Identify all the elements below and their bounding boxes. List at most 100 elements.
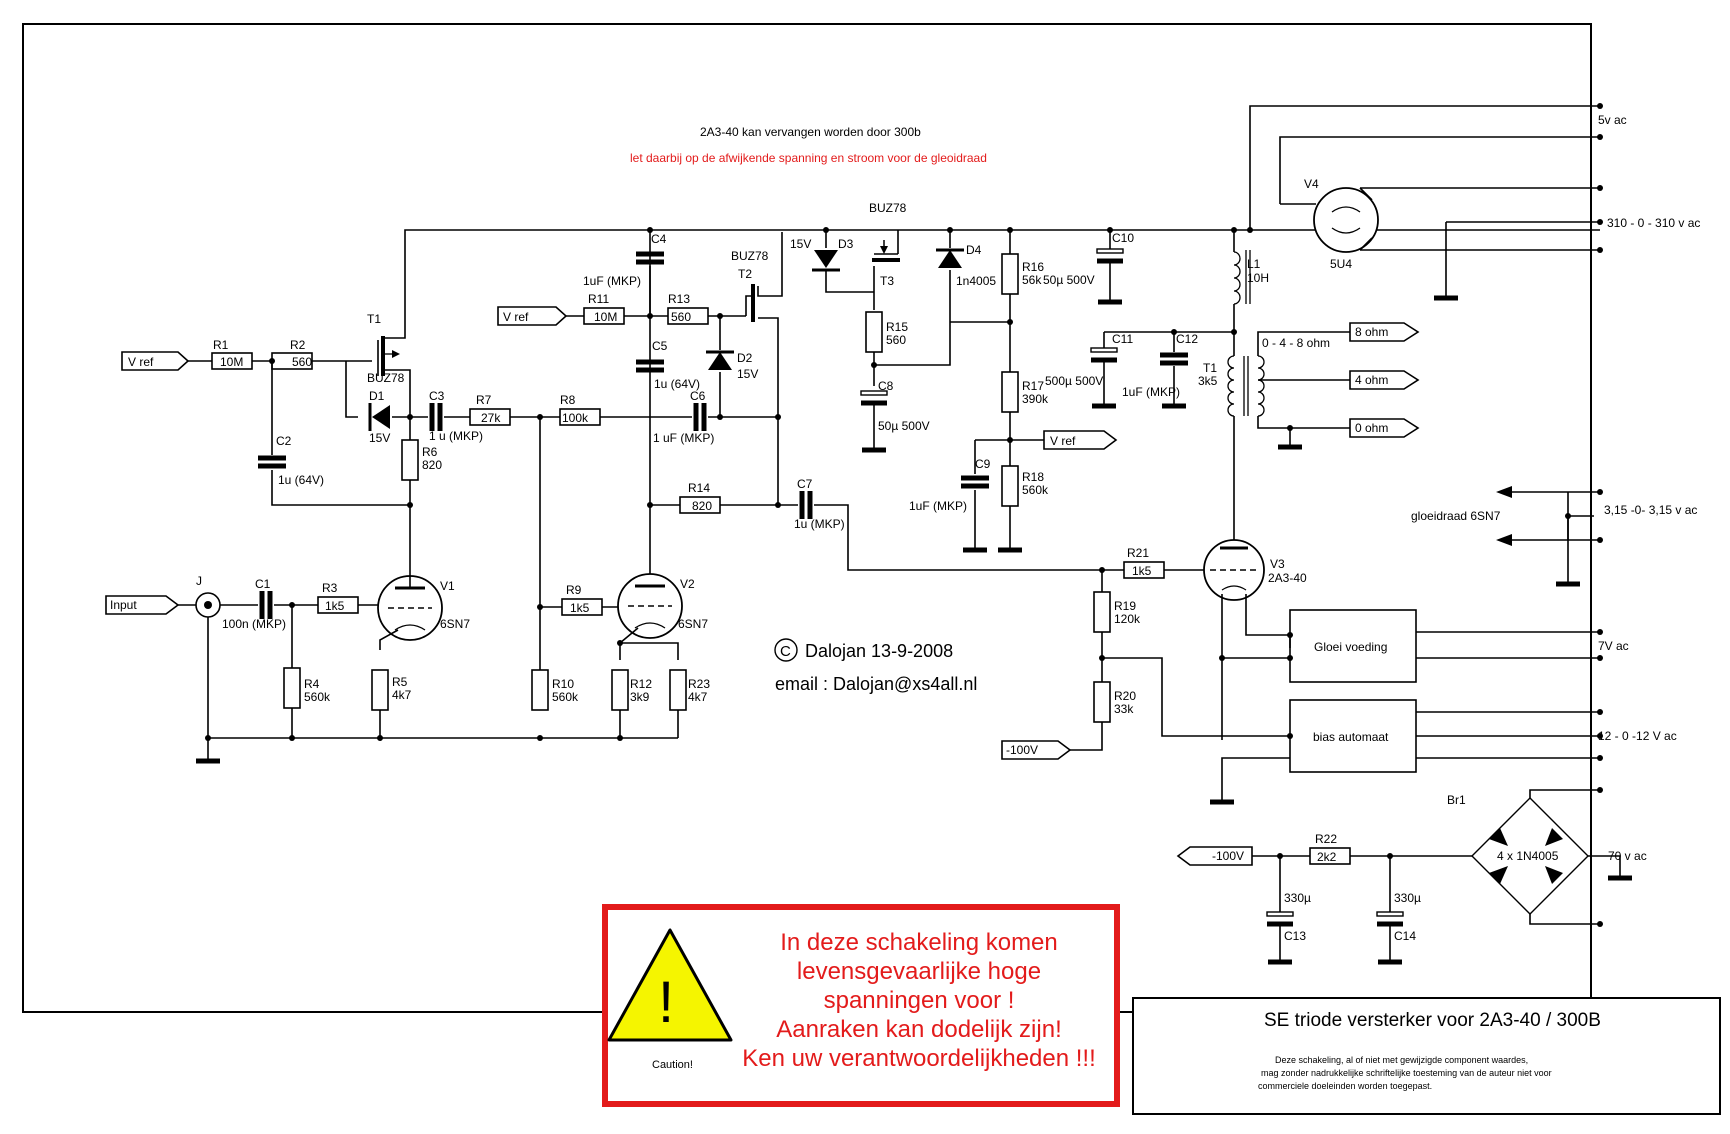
port-vref-2-label: V ref — [503, 310, 529, 324]
t1-val: BUZ78 — [367, 371, 405, 385]
note-replacement: 2A3-40 kan vervangen worden door 300b — [700, 125, 921, 139]
port-vref-1-label: V ref — [128, 355, 154, 369]
block-gloei-voeding-label: Gloei voeding — [1314, 640, 1387, 654]
v1-val: 6SN7 — [440, 617, 470, 631]
label-7v-ac: 7V ac — [1598, 639, 1629, 653]
author-email: email : Dalojan@xs4all.nl — [775, 674, 977, 694]
warning-caution: Caution! — [652, 1059, 693, 1071]
c6-val: 1 uF (MKP) — [653, 431, 714, 445]
r7-val: 27k — [481, 411, 501, 425]
warning-line-2: levensgevaarlijke hoge — [797, 958, 1041, 985]
title-block-title: SE triode versterker voor 2A3-40 / 300B — [1264, 1010, 1601, 1031]
r1-val: 10M — [220, 355, 243, 369]
c14-val: 330µ — [1394, 891, 1421, 905]
port-vref-3 — [1043, 430, 1118, 450]
r12-ref: R12 — [630, 677, 652, 691]
c9-val: 1uF (MKP) — [909, 499, 967, 513]
j-ref: J — [196, 574, 202, 588]
c5-val: 1u (64V) — [654, 377, 700, 391]
r3-ref: R3 — [322, 581, 338, 595]
c6-ref: C6 — [690, 389, 706, 403]
warning-exclamation: ! — [658, 970, 674, 1035]
label-5v-ac: 5v ac — [1598, 113, 1627, 127]
warning-line-4: Aanraken kan dodelijk zijn! — [776, 1016, 1062, 1043]
c14-ref: C14 — [1394, 929, 1416, 943]
tr1-ref: T1 — [1203, 361, 1217, 375]
c9-ref: C9 — [975, 457, 991, 471]
t2-ref: T2 — [738, 267, 752, 281]
r2-val: 560 — [292, 355, 312, 369]
r21-val: 1k5 — [1132, 564, 1152, 578]
r12-val: 3k9 — [630, 690, 650, 704]
v3-val: 2A3-40 — [1268, 571, 1307, 585]
warning-triangle-icon — [607, 928, 733, 1042]
port-out-8ohm — [1349, 322, 1420, 342]
block-bias-automaat-label: bias automaat — [1313, 730, 1389, 744]
t3-val: BUZ78 — [869, 201, 907, 215]
r17-ref: R17 — [1022, 379, 1044, 393]
r4-val: 560k — [304, 690, 331, 704]
r19-val: 120k — [1114, 612, 1141, 626]
r14-val: 820 — [692, 499, 712, 513]
c1-val: 100n (MKP) — [222, 617, 286, 631]
r2-ref: R2 — [290, 338, 306, 352]
d3-ref: D3 — [838, 237, 854, 251]
r18-val: 560k — [1022, 483, 1049, 497]
warning-line-3: spanningen voor ! — [824, 987, 1015, 1014]
r8-ref: R8 — [560, 393, 576, 407]
r9-val: 1k5 — [570, 601, 590, 615]
c10-ref: C10 — [1112, 231, 1134, 245]
c8-val: 50µ 500V — [878, 419, 930, 433]
c13-ref: C13 — [1284, 929, 1306, 943]
c12-ref: C12 — [1176, 332, 1198, 346]
title-block-note-2: mag zonder nadrukkelijke schriftelijke t… — [1261, 1068, 1552, 1078]
r10-ref: R10 — [552, 677, 574, 691]
r5-val: 4k7 — [392, 688, 412, 702]
port-vref-2 — [497, 306, 568, 326]
r14-ref: R14 — [688, 481, 710, 495]
c4-val: 1uF (MKP) — [583, 274, 641, 288]
c2-ref: C2 — [276, 434, 292, 448]
r23-val: 4k7 — [688, 690, 708, 704]
port-out-4ohm-label: 4 ohm — [1355, 373, 1388, 387]
c3-val: 1 u (MKP) — [429, 429, 483, 443]
label-12-0-12v-ac: 12 - 0 -12 V ac — [1598, 729, 1677, 743]
port-input — [105, 595, 180, 615]
port-vref-1 — [121, 351, 190, 371]
c11-ref: C11 — [1112, 332, 1133, 346]
c5-ref: C5 — [652, 339, 668, 353]
r20-ref: R20 — [1114, 689, 1136, 703]
c3-ref: C3 — [429, 389, 445, 403]
r21-ref: R21 — [1127, 546, 1149, 560]
r3-val: 1k5 — [325, 599, 345, 613]
r20-val: 33k — [1114, 702, 1134, 716]
r13-ref: R13 — [668, 292, 690, 306]
port-input-label: Input — [110, 598, 137, 612]
r10-val: 560k — [552, 690, 579, 704]
label-70v-ac: 70 v ac — [1608, 849, 1647, 863]
l1-ref: L1 — [1247, 257, 1261, 271]
r7-ref: R7 — [476, 393, 492, 407]
v1-ref: V1 — [440, 579, 455, 593]
v4-val: 5U4 — [1330, 257, 1352, 271]
c7-ref: C7 — [797, 477, 813, 491]
c1-ref: C1 — [255, 577, 271, 591]
r22-ref: R22 — [1315, 832, 1337, 846]
d1-ref: D1 — [369, 389, 385, 403]
title-block-note-3: commerciele doeleinden worden toegepast. — [1258, 1081, 1432, 1091]
r4-ref: R4 — [304, 677, 320, 691]
r15-ref: R15 — [886, 320, 908, 334]
block-bias-automaat — [1289, 699, 1417, 773]
c11-val: 500µ 500V — [1045, 374, 1103, 388]
tr1-val: 3k5 — [1198, 374, 1218, 388]
warning-line-1: In deze schakeling komen — [780, 929, 1058, 956]
r11-val: 10M — [594, 310, 617, 324]
label-310-0-310: 310 - 0 - 310 v ac — [1607, 216, 1700, 230]
author-date: Dalojan 13-9-2008 — [805, 641, 953, 661]
c13-val: 330µ — [1284, 891, 1311, 905]
c8-ref: C8 — [878, 379, 894, 393]
t2-val: BUZ78 — [731, 249, 769, 263]
block-gloei-voeding — [1289, 609, 1417, 683]
br1-ref: Br1 — [1447, 793, 1466, 807]
